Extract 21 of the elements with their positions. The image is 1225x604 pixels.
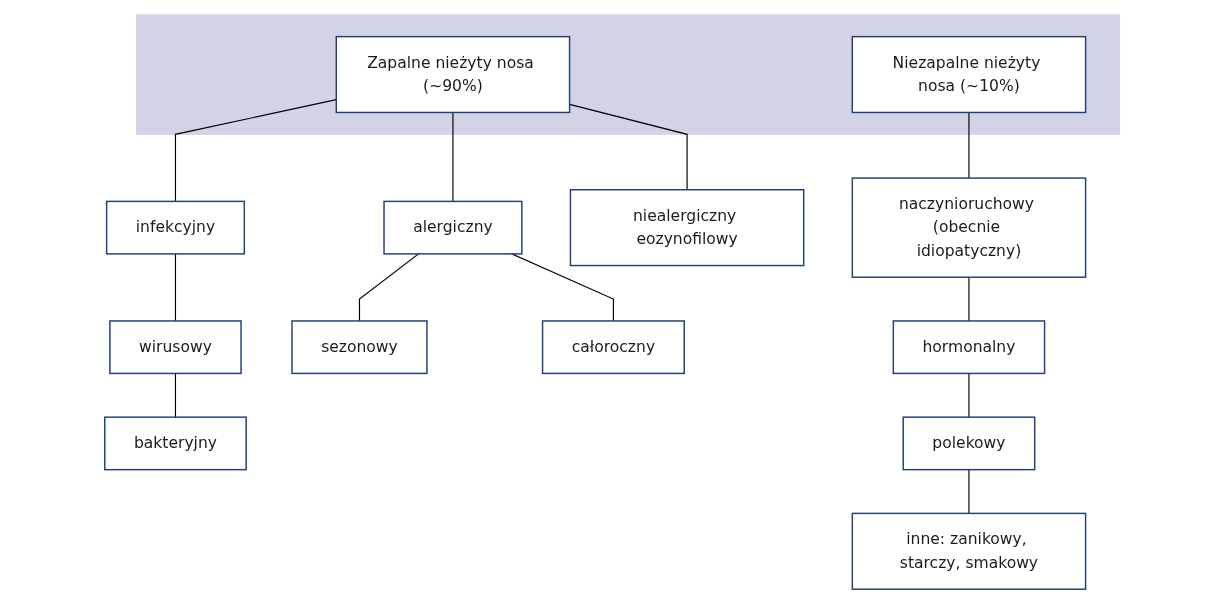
connector (175, 253, 177, 322)
connector (511, 253, 615, 322)
node-box: wirusowy (109, 320, 243, 375)
node-box: sezonowy (291, 320, 428, 375)
node-box: polekowy (902, 416, 1036, 471)
cluster (136, 14, 1121, 135)
node-box: całoroczny (542, 320, 686, 375)
connector (452, 111, 454, 202)
node-box: inne: zanikowy, starczy, smakowy (851, 512, 1087, 590)
node-box: bakteryjny (104, 416, 248, 471)
node-box: niealergiczny eozynofilowy (570, 189, 805, 267)
node-box: hormonalny (892, 320, 1046, 375)
connector (175, 372, 177, 418)
node-box: Zapalne nieżyty nosa (~90%) (335, 35, 571, 114)
node-box: alergiczny (383, 200, 523, 255)
connector (569, 103, 688, 191)
node-box: naczynioruchowy (obecnie idiopatyczny) (851, 177, 1087, 278)
connector (968, 111, 970, 179)
node-box: infekcyjny (106, 200, 246, 255)
node-box: Niezapalne nieżyty nosa (~10%) (851, 35, 1087, 114)
connector (359, 253, 420, 322)
